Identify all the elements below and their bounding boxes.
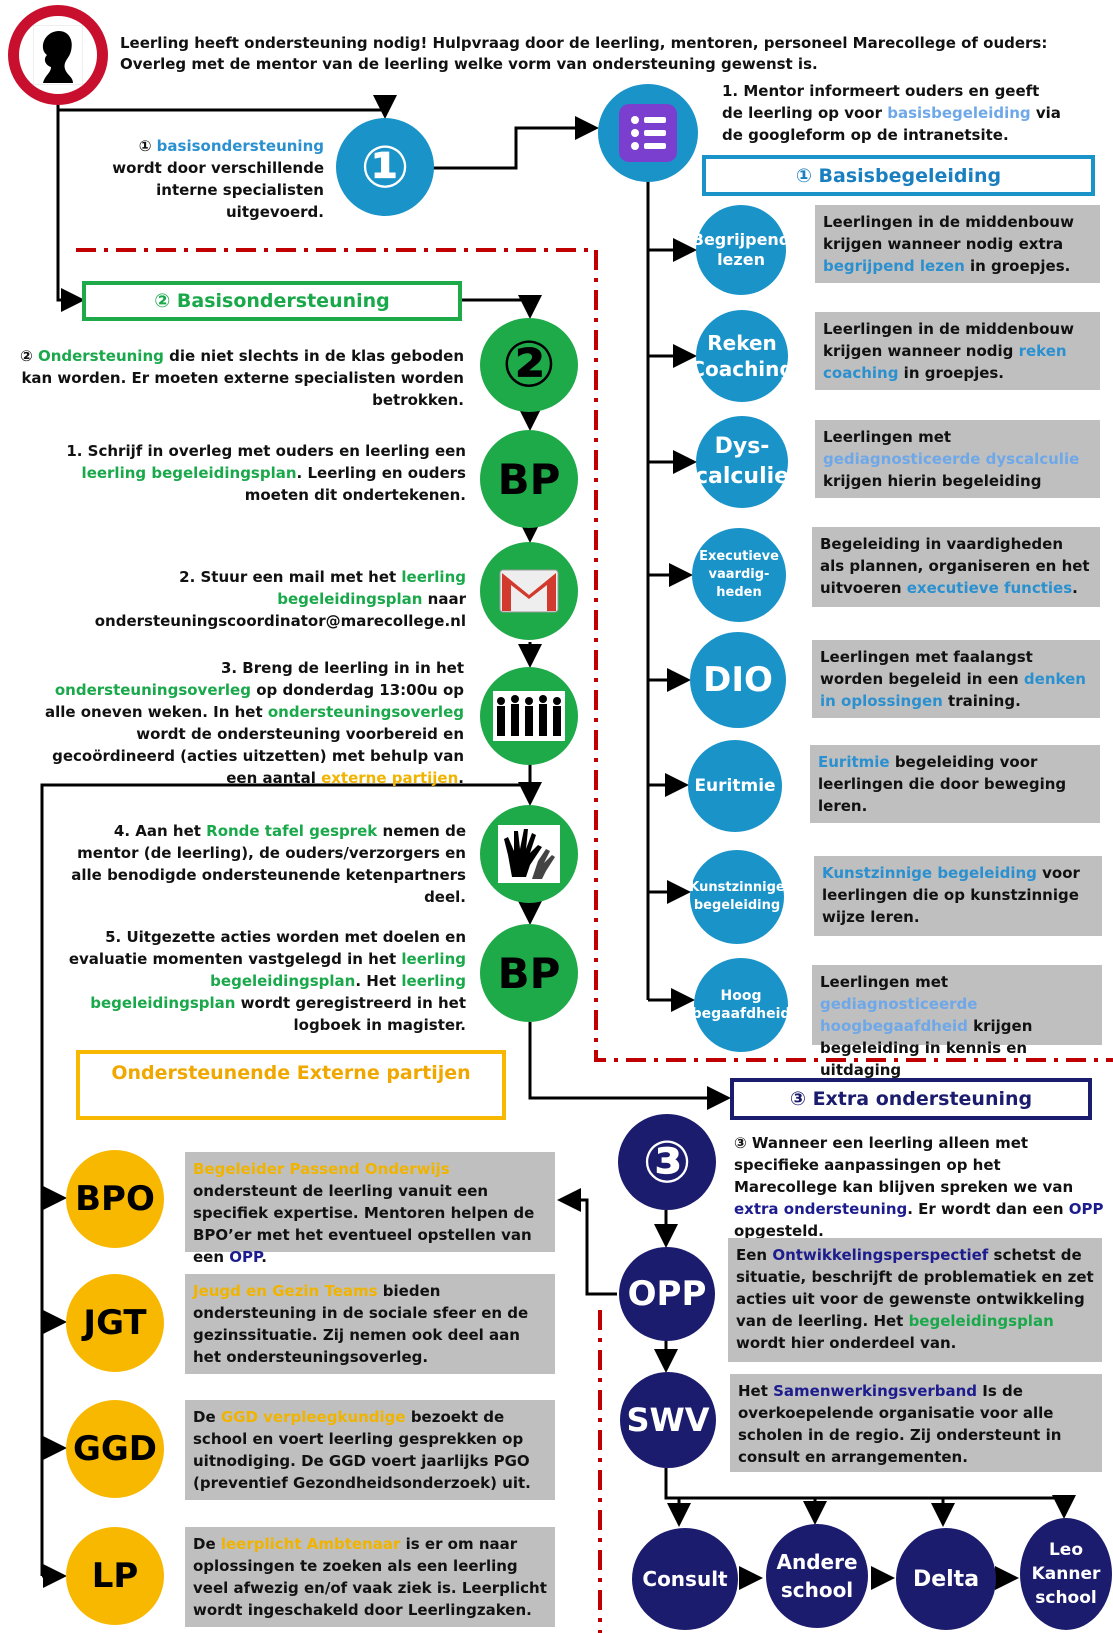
step-3: 3. Breng de leerling in in het ondersteu… <box>44 659 464 787</box>
opp-desc: Een Ontwikkelingsperspectief schetst de … <box>728 1238 1102 1362</box>
extra-ondersteuning-header: ③ Extra ondersteuning <box>730 1078 1092 1120</box>
ggd-circle: GGD <box>66 1400 164 1498</box>
andere-school-circle: Andere school <box>766 1524 868 1628</box>
step-4: 4. Aan het Ronde tafel gesprek nemen de … <box>71 822 466 906</box>
bp-circle-1: BP <box>480 430 578 528</box>
googleform-icon <box>598 84 698 182</box>
reken-coaching-desc: Leerlingen in de middenbouw krijgen wann… <box>815 312 1100 390</box>
dyscalculie-circle: Dys-calculie <box>695 416 789 508</box>
basis-desc: ① basisondersteuning wordt door verschil… <box>112 137 324 221</box>
step-1: 1. Schrijf in overleg met ouders en leer… <box>66 442 466 504</box>
executieve-vaardigheden-desc: Begeleiding in vaardigheden als plannen,… <box>812 527 1100 607</box>
dyscalculie-desc: Leerlingen met gediagnosticeerde dyscalc… <box>815 420 1100 498</box>
level-3-badge: ③ <box>618 1114 716 1210</box>
hoogbegaafdheid-desc: Leerlingen met gediagnosticeerde hoogbeg… <box>812 965 1102 1079</box>
opp-circle: OPP <box>619 1247 715 1341</box>
gmail-icon <box>480 542 578 640</box>
level-2-badge: ② <box>480 318 578 412</box>
student-head-icon <box>8 5 108 105</box>
basisbegeleiding-header: ① Basisbegeleiding <box>702 155 1095 196</box>
jgt-circle: JGT <box>66 1274 164 1372</box>
level-2-desc: ② Ondersteuning die niet slechts in de k… <box>20 347 464 409</box>
intro-line-1: Leerling heeft ondersteuning nodig! Hulp… <box>120 34 1048 52</box>
reken-coaching-circle: Reken Coaching <box>690 310 794 402</box>
kunstzinnige-begeleiding-circle: Kunstzinnige begeleiding <box>689 850 785 944</box>
kunstzinnige-begeleiding-desc: Kunstzinnige begeleiding voor leerlingen… <box>814 856 1102 936</box>
people-icon <box>480 667 578 765</box>
begrijpend-lezen-circle: Begrijpend lezen <box>692 205 790 295</box>
intro-line-2: Overleg met de mentor van de leerling we… <box>120 55 818 73</box>
step-5: 5. Uitgezette acties worden met doelen e… <box>68 928 466 1034</box>
begrijpend-lezen-desc: Leerlingen in de middenbouw krijgen wann… <box>815 205 1100 283</box>
jgt-desc: Jeugd en Gezin Teams bieden ondersteunin… <box>185 1274 555 1374</box>
hoogbegaafdheid-circle: Hoog begaafdheid <box>692 958 790 1052</box>
level-3-desc: ③ Wanneer een leerling alleen met specif… <box>734 1134 1104 1240</box>
bp-circle-2: BP <box>480 924 578 1022</box>
lp-circle: LP <box>66 1527 164 1625</box>
step-2: 2. Stuur een mail met het leerling begel… <box>94 568 466 630</box>
swv-desc: Het Samenwerkingsverband Is de overkoepe… <box>730 1374 1102 1472</box>
level-1-badge: ① <box>336 118 434 216</box>
delta-circle: Delta <box>896 1528 996 1630</box>
hands-icon <box>480 805 578 903</box>
ggd-desc: De GGD verpleegkundige bezoekt de school… <box>185 1400 555 1500</box>
mentor-info: 1. Mentor informeert ouders en geeft de … <box>722 82 1061 144</box>
basisondersteuning-header: ② Basisondersteuning <box>82 281 462 321</box>
leo-kanner-school-circle: Leo Kanner school <box>1020 1518 1112 1630</box>
euritmie-circle: Euritmie <box>688 740 782 832</box>
consult-circle: Consult <box>632 1528 738 1630</box>
lp-desc: De leerplicht Ambtenaar is er om naar op… <box>185 1527 555 1627</box>
external-partners-header: Ondersteunende Externe partijen <box>76 1050 506 1120</box>
dio-desc: Leerlingen met faalangst worden begeleid… <box>812 640 1100 718</box>
swv-circle: SWV <box>620 1372 716 1468</box>
executieve-vaardigheden-circle: Executieve vaardig-heden <box>692 528 786 622</box>
dio-circle: DIO <box>690 632 786 728</box>
bpo-circle: BPO <box>66 1150 164 1248</box>
bpo-desc: Begeleider Passend Onderwijs ondersteunt… <box>185 1152 555 1266</box>
euritmie-desc: Euritmie begeleiding voor leerlingen die… <box>810 745 1100 823</box>
